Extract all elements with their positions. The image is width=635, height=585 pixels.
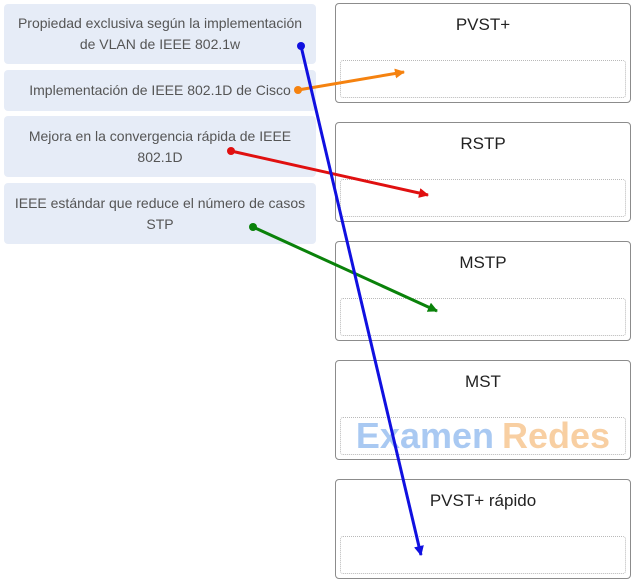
target-label: RSTP (460, 134, 506, 153)
drag-item-reduce-stp[interactable]: IEEE estándar que reduce el número de ca… (4, 183, 316, 244)
drop-zone[interactable] (340, 60, 626, 98)
drag-item-label: Propiedad exclusiva según la implementac… (17, 15, 303, 52)
target-label: PVST+ rápido (429, 491, 537, 510)
target-rstp: RSTP (335, 122, 631, 222)
target-rapid-pvst-plus: PVST+ rápido (335, 479, 631, 579)
drag-item-label: Implementación de IEEE 802.1D de Cisco (29, 82, 291, 98)
watermark-part1: Examen (355, 415, 494, 456)
target-pvst-plus: PVST+ (335, 3, 631, 103)
target-label: MSTP (459, 253, 507, 272)
drag-item-vlan-8021w[interactable]: Propiedad exclusiva según la implementac… (4, 4, 316, 64)
drop-zone[interactable] (340, 179, 626, 217)
target-mstp: MSTP (335, 241, 631, 341)
drag-item-label: IEEE estándar que reduce el número de ca… (14, 194, 306, 232)
drag-item-cisco-8021d[interactable]: Implementación de IEEE 802.1D de Cisco (4, 70, 316, 111)
target-label: PVST+ (455, 15, 511, 34)
drop-zone[interactable] (340, 298, 626, 336)
drop-zone[interactable] (340, 536, 626, 574)
watermark-part2: Redes (502, 415, 611, 456)
target-label: MST (465, 372, 501, 391)
drag-item-label: Mejora en la convergencia rápida de IEEE… (28, 127, 292, 165)
drag-item-rapid-convergence[interactable]: Mejora en la convergencia rápida de IEEE… (4, 116, 316, 177)
